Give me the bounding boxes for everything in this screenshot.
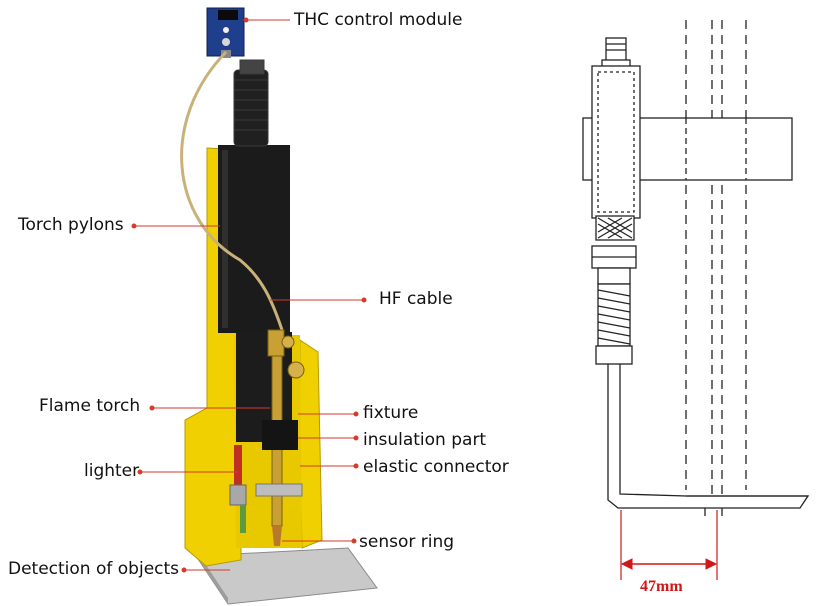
label-fixture: fixture (363, 403, 419, 423)
leader-lines (131, 17, 367, 573)
label-detection-of-objects: Detection of objects (8, 559, 180, 579)
flame-torch-body (255, 329, 305, 546)
label-hf-cable: HF cable (379, 289, 453, 309)
dimension-47mm (620, 510, 718, 580)
bellows (233, 59, 269, 147)
label-torch-pylons: Torch pylons (18, 215, 124, 235)
label-sensor-ring: sensor ring (359, 532, 455, 552)
hf-cable-line (180, 50, 284, 331)
technical-drawing (582, 20, 810, 516)
label-thc-control-module: THC control module (294, 10, 463, 30)
lighter (229, 445, 247, 533)
label-insulation-part: insulation part (363, 430, 487, 450)
pylon-column (218, 145, 290, 333)
dimension-label: 47mm (640, 578, 683, 595)
label-elastic-connector: elastic connector (363, 457, 509, 477)
label-flame-torch: Flame torch (39, 396, 141, 416)
detection-plate (195, 547, 378, 605)
label-lighter: lighter (84, 461, 140, 481)
thc-module (206, 7, 245, 58)
